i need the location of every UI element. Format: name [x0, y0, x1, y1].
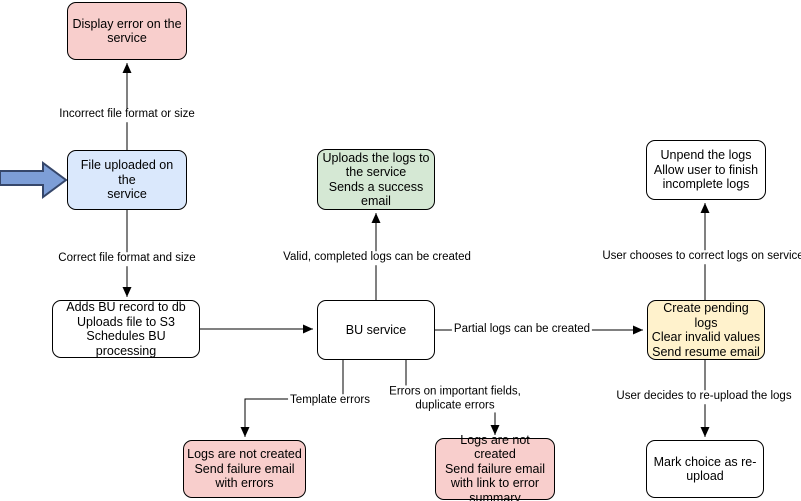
edge-label-user-decides-reupload: User decides to re-upload the logs	[614, 390, 794, 404]
node-uploads-logs-success: Uploads the logs to the service Sends a …	[317, 149, 435, 210]
edge-label-user-chooses-correct: User chooses to correct logs on service	[600, 250, 801, 264]
node-unpend-logs: Unpend the logs Allow user to finish inc…	[646, 140, 766, 200]
node-logs-not-created-summary: Logs are not created Send failure email …	[435, 433, 555, 501]
node-mark-choice-reupload: Mark choice as re- upload	[646, 440, 764, 498]
node-display-error: Display error on the service	[67, 2, 187, 60]
node-logs-not-created-errors: Logs are not created Send failure email …	[183, 440, 306, 498]
node-file-uploaded: File uploaded on the service	[67, 150, 187, 210]
node-create-pending-logs: Create pending logs Clear invalid values…	[647, 300, 765, 360]
entry-block-arrow-icon	[0, 161, 68, 199]
edge-label-partial-logs: Partial logs can be created	[451, 323, 593, 337]
node-adds-bu-record: Adds BU record to db Uploads file to S3 …	[52, 300, 200, 358]
edge-label-template-errors: Template errors	[288, 394, 372, 408]
node-bu-service: BU service	[317, 300, 435, 360]
edge-label-correct-format: Correct file format and size	[56, 252, 198, 266]
edge-label-valid-completed: Valid, completed logs can be created	[281, 251, 473, 265]
edge-label-errors-important-fields: Errors on important fields, duplicate er…	[387, 385, 523, 413]
edge-label-incorrect-format: Incorrect file format or size	[57, 108, 197, 122]
